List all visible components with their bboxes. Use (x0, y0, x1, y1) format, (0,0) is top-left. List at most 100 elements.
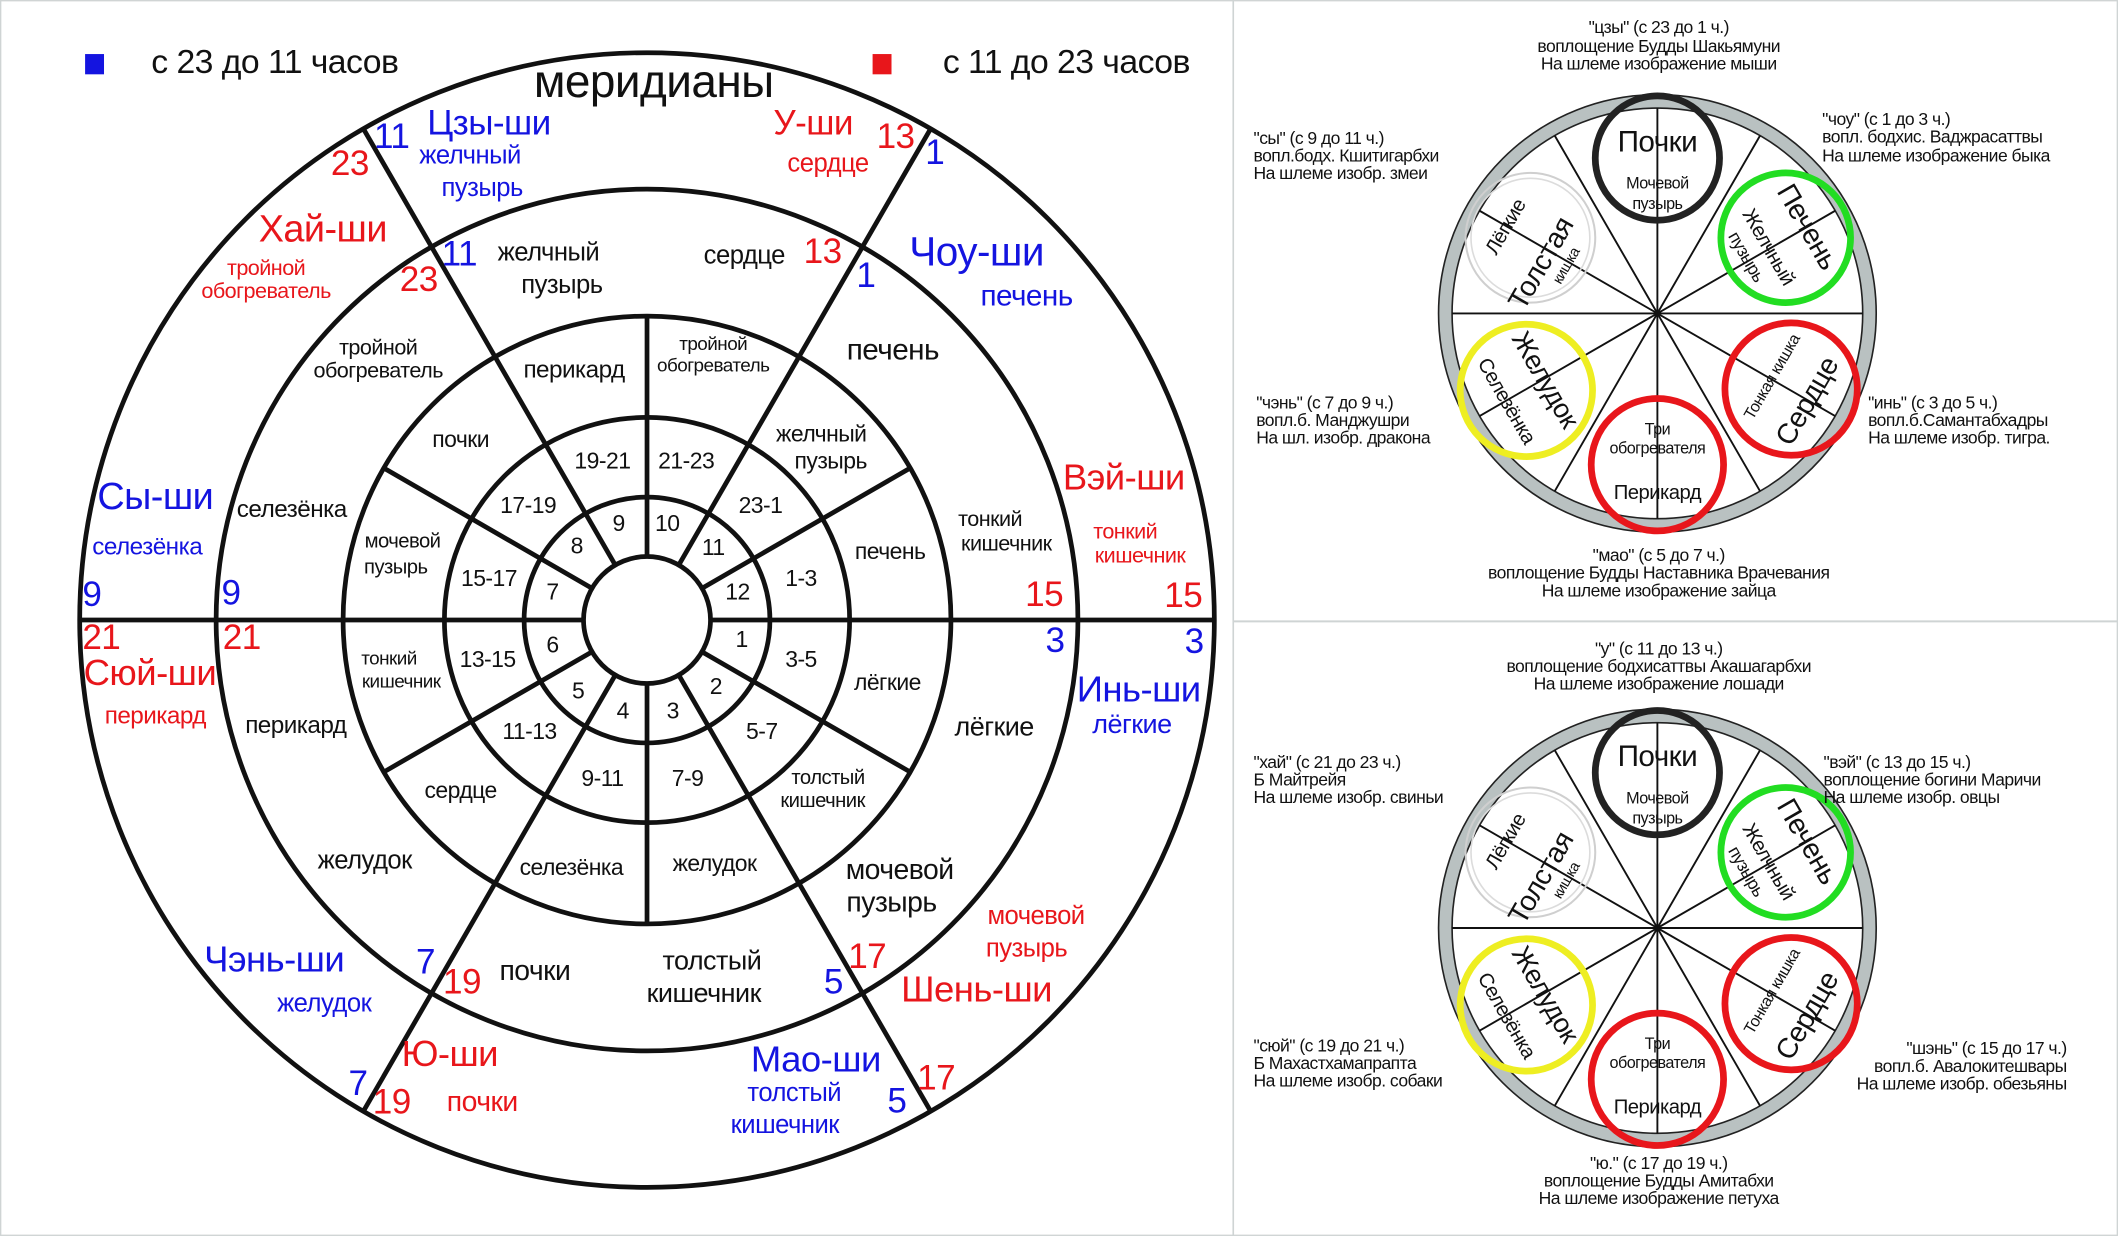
organ-label: толстый (791, 767, 864, 789)
caption-bottom: На шлеме изображение петуха (1539, 1188, 1780, 1208)
spoke-line (700, 466, 912, 591)
spoke-line (676, 673, 933, 1113)
outer-ring-label: Мао-ши (751, 1039, 881, 1080)
organ-label: желудок (673, 850, 758, 876)
legend-blue-label: с 23 до 11 часов (151, 43, 398, 81)
outer-ring-label: Цзы-ши (427, 103, 551, 142)
outer-ring-label: пузырь (986, 934, 1067, 962)
second-ring-label: желчный (498, 239, 600, 267)
outer-ring-label: 9 (82, 575, 101, 614)
liver-circle (1717, 784, 1854, 921)
outer-ring-label: Сы-ши (97, 476, 213, 518)
caption-upper-left: На шлеме изобр. свиньи (1254, 787, 1444, 807)
outer-ring-label: 21 (82, 618, 120, 657)
gray-ring (1438, 709, 1877, 1147)
second-ring-label: 3 (1045, 621, 1064, 660)
spoke-line (1553, 312, 1659, 492)
hour-range-label: 19-21 (574, 448, 630, 474)
hour-range-label: 13-15 (460, 646, 516, 672)
second-ring-label: мочевой (846, 854, 954, 886)
spoke-line (1656, 749, 1761, 929)
spoke-line (676, 127, 933, 567)
spoke-line (361, 127, 618, 567)
outer-ring-label: кишечник (731, 1111, 841, 1139)
outer-ring-label: 11 (374, 117, 409, 156)
spoke-line (1656, 824, 1836, 929)
organ-label: обогреватель (657, 356, 770, 377)
caption-lower-left: На шл. изобр. дракона (1256, 428, 1431, 448)
caption-upper-left: "хай" (с 21 до 23 ч.) (1254, 752, 1401, 772)
caption-lower-left: Б Махастхамапрапта (1254, 1053, 1417, 1073)
outer-ring-label: 1 (925, 133, 944, 172)
outer-ring-label: лёгкие (1092, 709, 1171, 739)
outer-ring-label: почки (447, 1086, 518, 1118)
legend-blue-swatch (85, 54, 105, 75)
outer-ring-label: 17 (917, 1058, 955, 1097)
spoke-line (1553, 749, 1659, 929)
hour-range-label: 23-1 (739, 492, 783, 518)
caption-lower-right: вопл.б. Авалокитешвары (1874, 1056, 2067, 1076)
hour-number-label: 4 (617, 698, 630, 724)
outer-ring-label: кишечник (1095, 543, 1187, 568)
organ-pericardium: Перикард (1614, 482, 1702, 504)
kidney-circle (1591, 92, 1723, 224)
second-ring-label: тонкий (958, 506, 1022, 531)
caption-lower-right: На шлеме изобр. тигра. (1868, 428, 2050, 448)
hour-number-label: 5 (572, 677, 584, 703)
legend-red-swatch (872, 54, 892, 75)
second-ring-label: лёгкие (955, 712, 1034, 742)
spoke-line (1656, 209, 1836, 315)
outer-ring-label: желудок (277, 990, 373, 1018)
outer-ring-label: толстый (747, 1079, 841, 1107)
caption-upper-right: вопл. бодхис. Ваджрасаттвы (1822, 126, 2042, 146)
second-ring-label: селезёнка (237, 496, 348, 523)
organ-triple-heater: Три (1645, 1035, 1670, 1053)
caption-upper-left: вопл.бодх. Кшитигарбхи (1254, 145, 1439, 165)
spoke-line (1479, 209, 1658, 315)
second-ring-label: кишечник (647, 978, 762, 1008)
caption-top: На шлеме изображение лошади (1534, 674, 1784, 694)
lung-circle-inner (1470, 177, 1591, 299)
hour-range-label: 9-11 (581, 765, 623, 791)
hour-number-label: 9 (613, 510, 625, 536)
hour-range-label: 5-7 (746, 718, 778, 744)
caption-top: "цзы" (с 23 до 1 ч.) (1589, 17, 1729, 37)
hour-range-label: 3-5 (785, 646, 817, 672)
second-ring-label: 11 (442, 234, 477, 273)
hour-range-label: 17-19 (500, 492, 556, 518)
caption-upper-left: "сы" (с 9 до 11 ч.) (1254, 128, 1384, 148)
second-ring-label: кишечник (961, 531, 1053, 556)
organ-triple-heater: обогревателя (1610, 439, 1706, 457)
outer-ring-label: 15 (1164, 576, 1202, 615)
outer-ring-label: обогреватель (201, 278, 331, 303)
caption-upper-left: Б Майтрейя (1254, 769, 1346, 789)
caption-upper-left: На шлеме изобр. змеи (1254, 163, 1428, 183)
spoke-line (1553, 927, 1659, 1107)
outer-ring-label: Ю-ши (402, 1033, 498, 1074)
caption-top: На шлеме изображение мыши (1541, 54, 1777, 74)
caption-lower-right: На шлеме изобр. обезьяны (1857, 1073, 2067, 1093)
hour-number-label: 10 (655, 510, 679, 536)
second-ring-label: 15 (1025, 575, 1063, 614)
second-ring-label: обогреватель (313, 358, 443, 383)
outer-ring-label: 7 (348, 1064, 367, 1103)
organ-label: кишечник (780, 790, 865, 812)
outer-ring-label: сердце (787, 149, 868, 177)
second-ring-label: 23 (400, 260, 438, 299)
second-ring-label: желудок (318, 846, 414, 874)
caption-lower-left: "сюй" (с 19 до 21 ч.) (1254, 1036, 1405, 1056)
gray-ring (1438, 94, 1877, 533)
caption-upper-right: "вэй" (с 13 до 15 ч.) (1824, 752, 1971, 772)
spoke-line (1656, 312, 1761, 492)
hour-range-label: 11-13 (502, 718, 556, 744)
outer-ring-label: Шень-ши (901, 968, 1052, 1009)
outer-ring-label: селезёнка (92, 534, 203, 561)
caption-bottom: воплощение Будды Амитабхи (1544, 1171, 1774, 1191)
hour-number-label: 1 (735, 626, 747, 652)
heart-circle (1721, 319, 1861, 459)
spoke-line (361, 673, 618, 1113)
organ-label: мочевой (365, 531, 441, 553)
organ-label: желчный (776, 421, 866, 447)
second-ring-label: перикард (245, 712, 347, 739)
